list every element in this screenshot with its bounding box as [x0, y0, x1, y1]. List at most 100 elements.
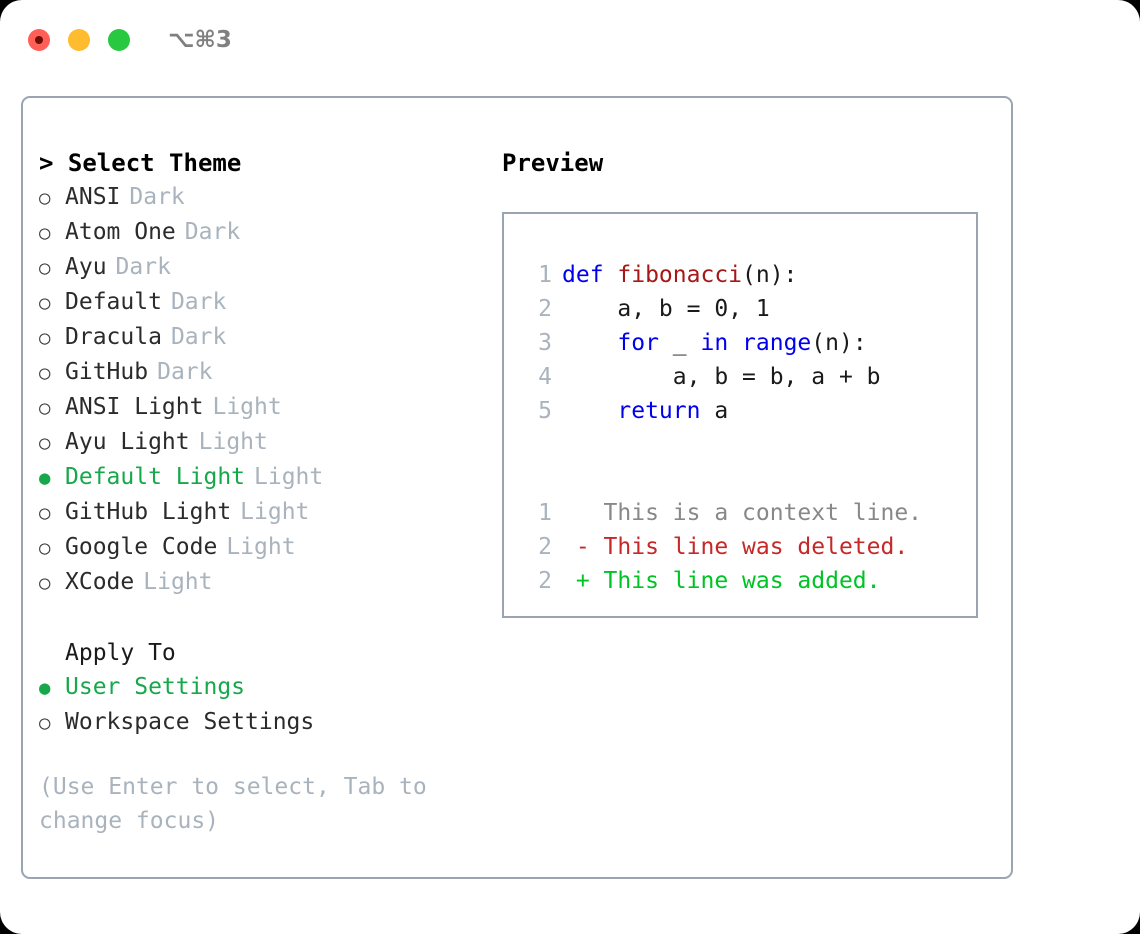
code-token: a — [700, 398, 729, 424]
theme-option-tag: Dark — [129, 184, 185, 210]
diff-sample: 1 This is a context line. 2 - This line … — [518, 496, 976, 598]
code-token: _ — [672, 330, 701, 356]
theme-option-label: GitHub Light — [65, 499, 232, 525]
radio-icon: ○ — [39, 537, 51, 559]
line-number: 2 — [538, 296, 552, 322]
theme-option-tag: Light — [254, 464, 324, 490]
preview-box: 1 def fibonacci(n): 2 a, b = 0, 1 3 for … — [502, 212, 978, 618]
theme-option-label: Atom One — [65, 219, 176, 245]
theme-option-label: ANSI — [65, 184, 121, 210]
theme-list-column: > Select Theme ○ ANSI Dark ○ Atom One Da… — [39, 146, 469, 838]
diff-content: This is a context line. — [562, 500, 923, 526]
theme-option-label: GitHub — [65, 359, 149, 385]
close-icon — [35, 36, 43, 44]
theme-selector-panel: > Select Theme ○ ANSI Dark ○ Atom One Da… — [21, 96, 1013, 879]
spacer — [39, 600, 469, 636]
radio-icon: ○ — [39, 432, 51, 454]
radio-icon: ○ — [39, 327, 51, 349]
diff-content: + This line was added. — [562, 568, 881, 594]
theme-option-tag: Light — [143, 569, 213, 595]
diff-content: - This line was deleted. — [562, 534, 909, 560]
code-content: return a — [562, 394, 728, 428]
radio-icon: ○ — [39, 292, 51, 314]
theme-option-tag: Dark — [115, 254, 171, 280]
theme-option-label: Google Code — [65, 534, 218, 560]
theme-option-default-dark[interactable]: ○ Default Dark — [39, 285, 469, 320]
close-button[interactable] — [28, 29, 50, 51]
theme-option-label: Ayu — [65, 254, 107, 280]
theme-option-ayu-dark[interactable]: ○ Ayu Dark — [39, 250, 469, 285]
code-row: 2 a, b = 0, 1 — [518, 292, 976, 326]
code-row: 5 return a — [518, 394, 976, 428]
minimize-button[interactable] — [68, 29, 90, 51]
code-row: 4 a, b = b, a + b — [518, 360, 976, 394]
code-token — [562, 398, 617, 424]
radio-icon: ○ — [39, 222, 51, 244]
line-number: 5 — [538, 398, 552, 424]
preview-header: Preview — [502, 149, 604, 177]
theme-option-tag: Light — [198, 429, 268, 455]
diff-row-added: 2 + This line was added. — [518, 564, 976, 598]
theme-option-ansi-dark[interactable]: ○ ANSI Dark — [39, 180, 469, 215]
keyboard-shortcut-label: ⌥⌘3 — [168, 27, 232, 53]
code-row: 3 for _ in range(n): — [518, 326, 976, 360]
code-content: a, b = 0, 1 — [562, 292, 770, 326]
theme-option-xcode[interactable]: ○ XCode Light — [39, 565, 469, 600]
theme-option-tag: Light — [226, 534, 296, 560]
spacer — [518, 428, 976, 462]
zoom-button[interactable] — [108, 29, 130, 51]
theme-option-default-light[interactable]: ● Default Light Light — [39, 460, 469, 495]
spacer — [518, 462, 976, 496]
theme-option-ayu-light[interactable]: ○ Ayu Light Light — [39, 425, 469, 460]
radio-icon: ○ — [39, 362, 51, 384]
radio-icon: ○ — [39, 572, 51, 594]
line-number: 1 — [538, 500, 552, 526]
line-number: 1 — [538, 262, 552, 288]
theme-option-list: ○ ANSI Dark ○ Atom One Dark ○ Ayu Dark — [39, 180, 469, 600]
code-content: def fibonacci(n): — [562, 258, 797, 292]
apply-to-option-label: User Settings — [65, 674, 246, 700]
radio-icon: ○ — [39, 712, 51, 734]
code-token: return — [617, 398, 701, 424]
apply-to-option-workspace-settings[interactable]: ○ Workspace Settings — [39, 705, 469, 740]
theme-option-label: Dracula — [65, 324, 162, 350]
theme-option-tag: Light — [212, 394, 282, 420]
apply-to-option-list: ● User Settings ○ Workspace Settings — [39, 670, 469, 740]
preview-column: Preview 1 def fibonacci(n): 2 a, b = 0, … — [502, 146, 992, 618]
theme-option-tag: Dark — [184, 219, 241, 245]
theme-option-label: ANSI Light — [65, 394, 204, 420]
code-token: range — [742, 330, 812, 356]
apply-to-option-user-settings[interactable]: ● User Settings — [39, 670, 469, 705]
theme-option-dracula-dark[interactable]: ○ Dracula Dark — [39, 320, 469, 355]
theme-option-google-code[interactable]: ○ Google Code Light — [39, 530, 469, 565]
theme-option-github-light[interactable]: ○ GitHub Light Light — [39, 495, 469, 530]
code-token: in — [700, 330, 743, 356]
theme-option-label: Ayu Light — [65, 429, 190, 455]
line-number: 2 — [538, 534, 552, 560]
code-sample: 1 def fibonacci(n): 2 a, b = 0, 1 3 for … — [518, 258, 976, 428]
code-row: 1 def fibonacci(n): — [518, 258, 976, 292]
theme-option-atom-one-dark[interactable]: ○ Atom One Dark — [39, 215, 469, 250]
radio-icon: ○ — [39, 502, 51, 524]
code-token: fibonacci — [617, 262, 743, 288]
code-content: a, b = b, a + b — [562, 360, 881, 394]
apply-to-option-label: Workspace Settings — [65, 709, 315, 735]
theme-option-tag: Dark — [170, 289, 227, 315]
diff-row-deleted: 2 - This line was deleted. — [518, 530, 976, 564]
theme-option-label: Default Light — [65, 464, 246, 490]
radio-selected-icon: ● — [39, 677, 51, 699]
code-content: for _ in range(n): — [562, 326, 867, 360]
keyboard-hint-text: (Use Enter to select, Tab to change focu… — [39, 774, 427, 834]
radio-icon: ○ — [39, 257, 51, 279]
select-theme-header: > Select Theme — [39, 149, 242, 177]
theme-option-github-dark[interactable]: ○ GitHub Dark — [39, 355, 469, 390]
title-bar: ⌥⌘3 — [0, 0, 1140, 80]
code-token: (n): — [811, 330, 867, 356]
theme-option-ansi-light[interactable]: ○ ANSI Light Light — [39, 390, 469, 425]
code-token — [562, 330, 617, 356]
code-token: for — [617, 330, 673, 356]
code-token: a, b = 0, 1 — [562, 296, 770, 322]
theme-option-tag: Light — [240, 499, 310, 525]
radio-selected-icon: ● — [39, 467, 51, 489]
